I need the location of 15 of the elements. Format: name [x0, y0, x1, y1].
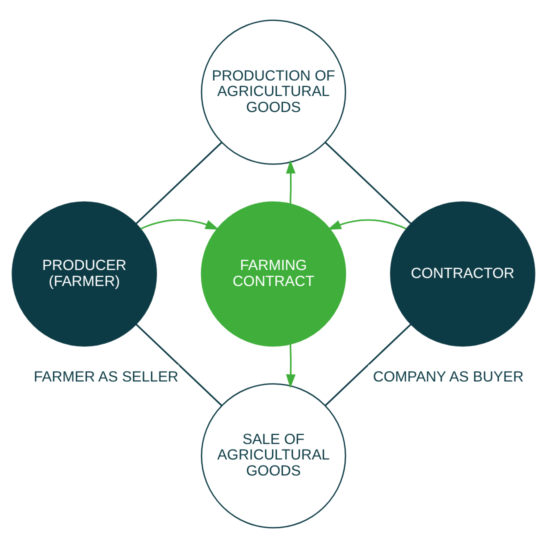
- connector: [136, 142, 222, 224]
- edge-label: FARMER AS SELLER: [34, 369, 178, 386]
- arrow: [286, 344, 296, 388]
- connector: [324, 324, 412, 406]
- connector: [135, 324, 222, 406]
- edge-label: COMPANY AS BUYER: [372, 369, 524, 386]
- node-circle: PRODUCER (FARMER): [12, 201, 157, 347]
- arrow: [327, 219, 406, 230]
- node-circle: FARMING CONTRACT: [200, 201, 346, 347]
- node-circle: PRODUCTION OF AGRICULTURAL GOODS: [200, 20, 346, 165]
- arrow: [286, 160, 296, 204]
- node-circle: SALE OF AGRICULTURAL GOODS: [200, 383, 346, 528]
- connector: [324, 142, 412, 224]
- node-circle: CONTRACTOR: [390, 201, 536, 347]
- arrow: [140, 219, 220, 230]
